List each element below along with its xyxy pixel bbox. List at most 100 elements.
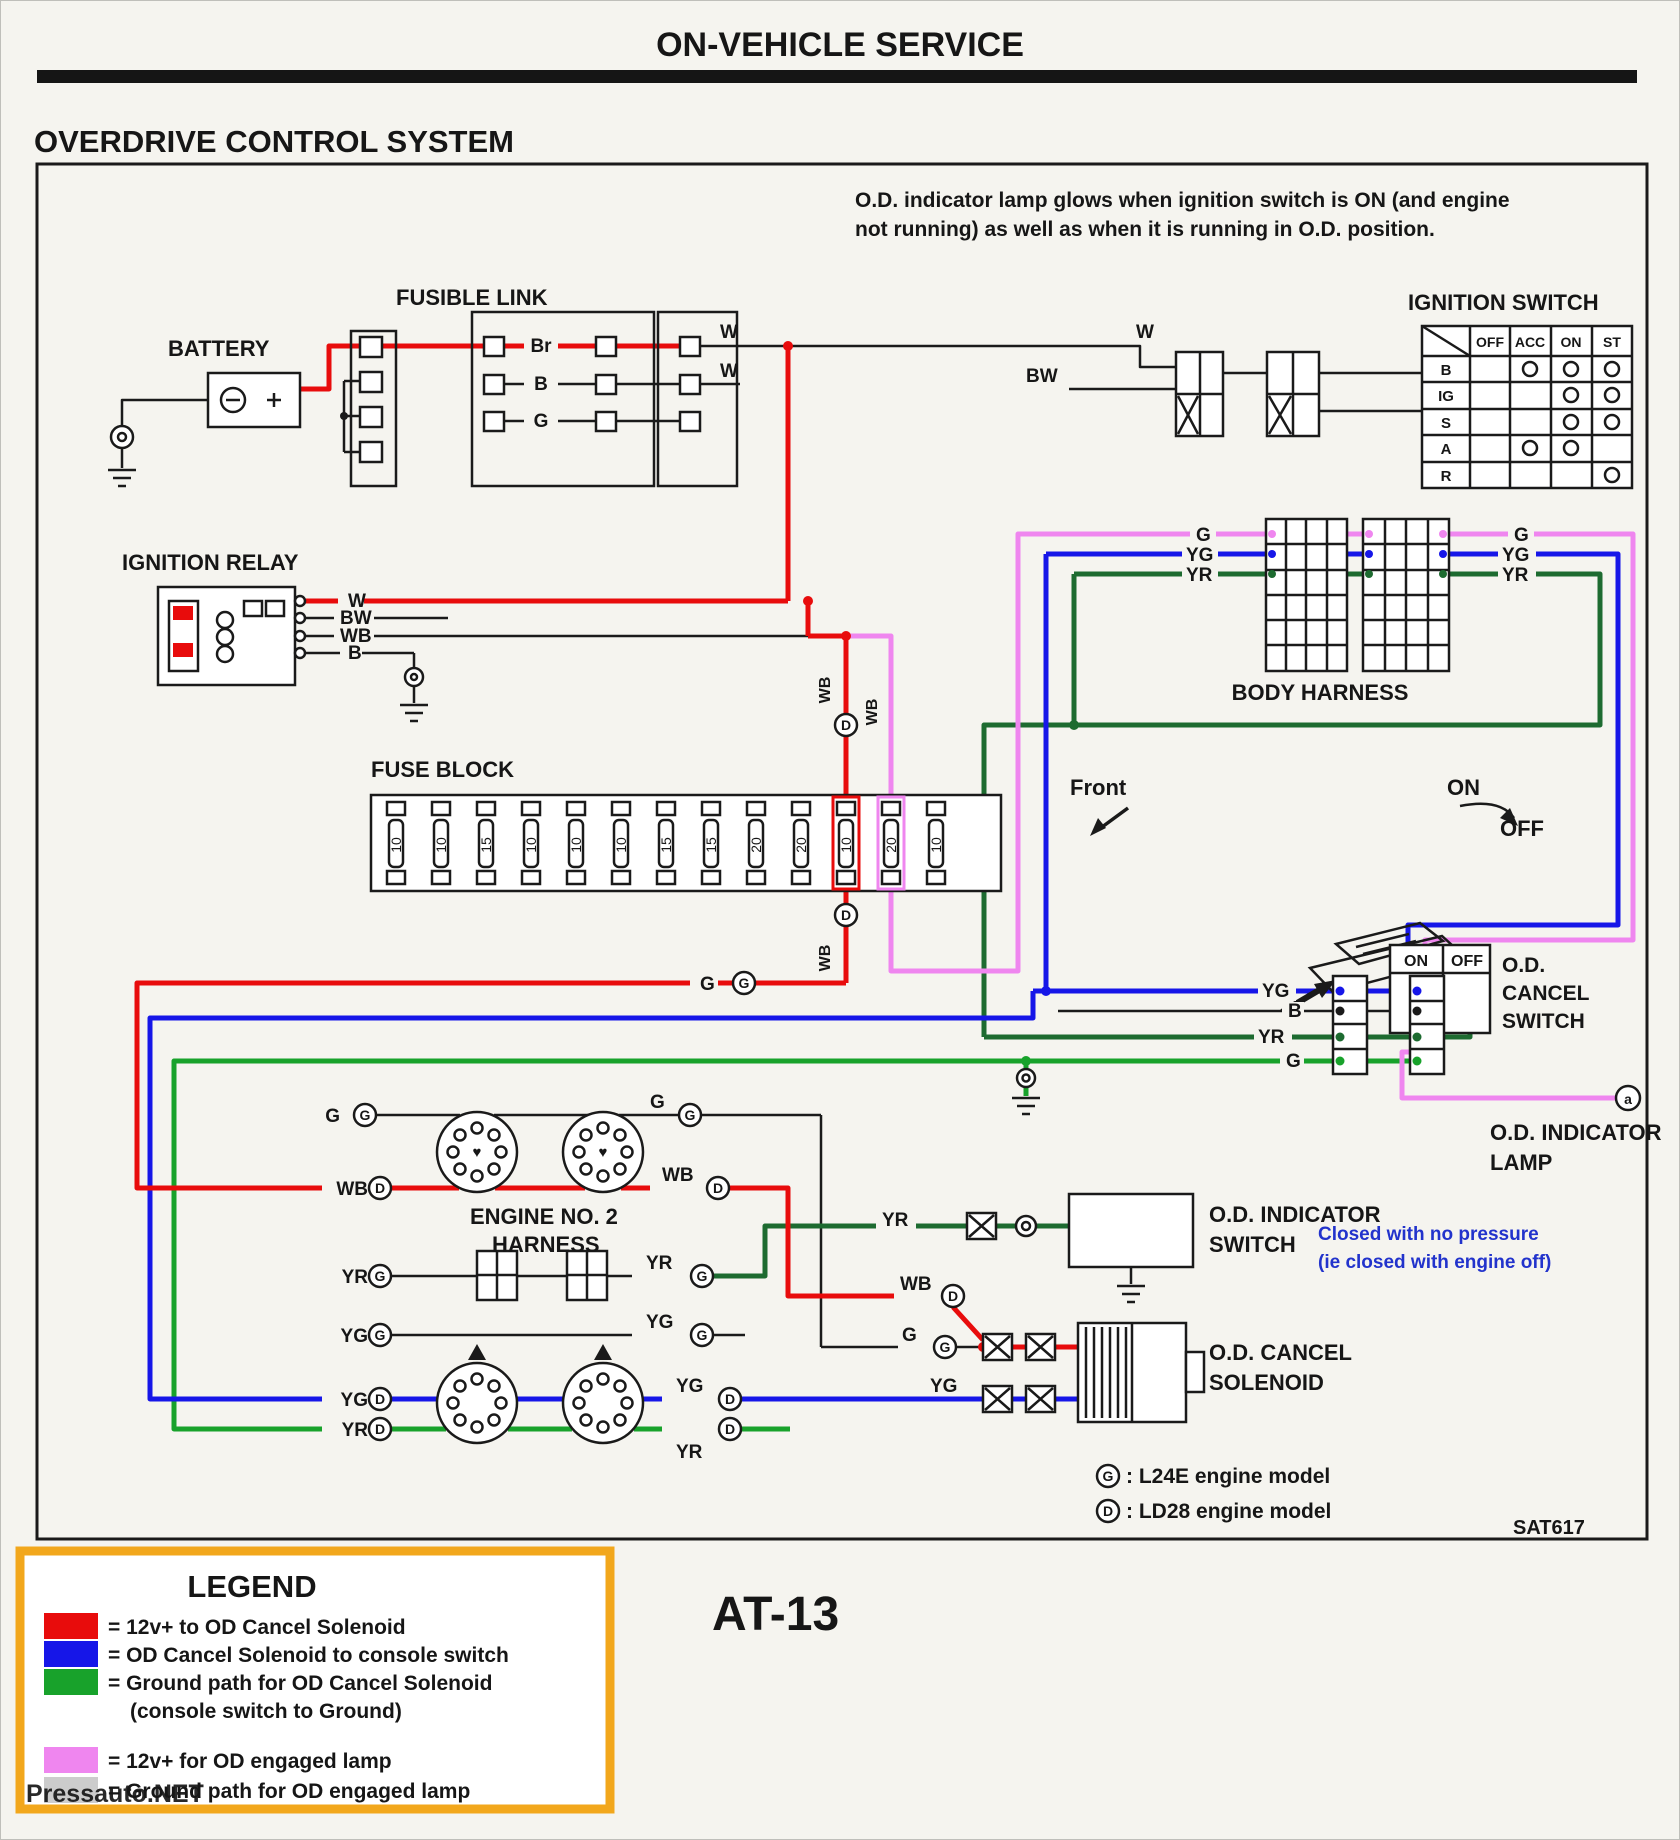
circled-g: G	[697, 1327, 708, 1343]
round-connector-icon: ♥	[561, 1110, 645, 1194]
connector-icon	[1015, 1067, 1037, 1089]
watermark: Pressauto.NET	[26, 1780, 204, 1808]
ignition-switch-table: OFF ACC ON ST B IG S A R	[1420, 324, 1634, 490]
page-number: AT-13	[712, 1588, 839, 1641]
ignition-relay-label: IGNITION RELAY	[122, 550, 299, 575]
row-r: R	[1441, 468, 1452, 485]
svg-text:WB: WB	[336, 1179, 368, 1200]
svg-text:10: 10	[928, 837, 944, 853]
wire-label-w: W	[348, 591, 366, 612]
heart-key-mark: ♥	[599, 1144, 608, 1161]
note-line-2: not running) as well as when it is runni…	[855, 218, 1435, 241]
svg-text:YG: YG	[341, 1390, 368, 1411]
col-st: ST	[1603, 334, 1621, 350]
body-harness	[1264, 517, 1451, 673]
sq-connector-icon	[965, 1211, 998, 1241]
pressure-note-2: (ie closed with engine off)	[1318, 1252, 1551, 1273]
row-s: S	[1441, 415, 1451, 432]
page-title: ON-VEHICLE SERVICE	[656, 26, 1024, 64]
row-a: A	[1441, 441, 1452, 458]
arrow-icon	[1500, 808, 1518, 826]
svg-text:YG: YG	[676, 1376, 703, 1397]
header: ON-VEHICLE SERVICE OVERDRIVE CONTROL SYS…	[34, 26, 1637, 159]
svg-text:15: 15	[703, 837, 719, 853]
arrow-icon	[1314, 980, 1336, 998]
legend-item-1: = OD Cancel Solenoid to console switch	[108, 1644, 509, 1667]
circled-d: D	[375, 1391, 385, 1407]
svg-text:G: G	[325, 1106, 340, 1127]
wire-label-bw: BW	[340, 608, 372, 629]
circled-d: D	[1103, 1503, 1113, 1519]
svg-text:YR: YR	[676, 1442, 703, 1463]
round-connector-icon	[561, 1344, 645, 1445]
fusible-link-row-br: Br	[530, 336, 552, 357]
battery-connector-block	[349, 329, 398, 488]
svg-text:G: G	[650, 1092, 665, 1113]
svg-text:WB: WB	[900, 1274, 932, 1295]
fusible-link-row-b: B	[534, 374, 548, 395]
pressure-note-1: Closed with no pressure	[1318, 1224, 1539, 1245]
indicator-lamp-label-1: O.D. INDICATOR	[1490, 1120, 1662, 1145]
cancel-switch-on: ON	[1404, 953, 1428, 970]
wire-label-w: W	[1136, 322, 1154, 343]
wire-label-g: G	[700, 974, 715, 995]
black-wires	[120, 344, 1462, 1349]
legend-swatch-blue	[44, 1641, 98, 1667]
svg-text:YR: YR	[1186, 565, 1213, 586]
od-cancel-solenoid	[981, 1321, 1206, 1424]
figure-code: SAT617	[1513, 1517, 1585, 1539]
col-on: ON	[1561, 334, 1582, 350]
engine-model-notes: G : L24E engine model D : LD28 engine mo…	[1095, 1463, 1331, 1524]
wire-label-wb: WB	[340, 626, 372, 647]
round-connector-icon: ♥	[435, 1110, 519, 1194]
od-indicator-switch	[965, 1192, 1195, 1304]
diagram-note: O.D. indicator lamp glows when ignition …	[855, 189, 1510, 241]
legend-item-3: (console switch to Ground)	[130, 1700, 402, 1723]
highlighted-fuse-red	[831, 795, 861, 891]
circled-g: G	[375, 1268, 386, 1284]
row-b: B	[1441, 362, 1452, 379]
svg-text:10: 10	[388, 837, 404, 853]
battery-symbol	[108, 371, 302, 488]
legend-box	[15, 1546, 615, 1814]
arrow-icon	[1090, 818, 1106, 836]
svg-text:D: D	[841, 907, 851, 923]
legend-title: LEGEND	[187, 1569, 316, 1604]
svg-text:15: 15	[658, 837, 674, 853]
cancel-switch-label-1: O.D.	[1502, 954, 1545, 977]
engine-harness-label-1: ENGINE NO. 2	[470, 1204, 618, 1229]
svg-text:10: 10	[433, 837, 449, 853]
circled-g: G	[360, 1107, 371, 1123]
svg-text:YG: YG	[646, 1312, 673, 1333]
sq-connector-icon	[1024, 1384, 1057, 1414]
svg-text:YG: YG	[341, 1326, 368, 1347]
svg-text:YR: YR	[342, 1420, 369, 1441]
svg-text:YR: YR	[1502, 565, 1529, 586]
fuse-block-label: FUSE BLOCK	[371, 757, 514, 782]
highlighted-fuse-pink	[876, 795, 906, 891]
legend-swatch-green	[44, 1669, 98, 1695]
console-connectors	[1331, 974, 1446, 1076]
connector-icon	[1014, 1214, 1038, 1238]
svg-text:YR: YR	[646, 1253, 673, 1274]
svg-text:B: B	[1288, 1001, 1302, 1022]
fusible-link-box-2	[656, 310, 739, 488]
circled-g: G	[685, 1107, 696, 1123]
circled-d: D	[725, 1421, 735, 1437]
row-yg-d: YG D YG D	[341, 1376, 743, 1412]
row-yr-d: YR D YR D	[342, 1416, 743, 1463]
svg-text:20: 20	[793, 837, 809, 853]
svg-text:10: 10	[568, 837, 584, 853]
svg-text:D: D	[841, 717, 851, 733]
svg-text:YR: YR	[1258, 1027, 1285, 1048]
console-ground	[1012, 1067, 1040, 1116]
circled-d: D	[833, 712, 859, 738]
body-harness-label: BODY HARNESS	[1232, 680, 1409, 705]
legend-item-5: = Ground path for OD engaged lamp	[108, 1780, 470, 1803]
key-triangle	[468, 1344, 486, 1360]
engine-harness-label-2: HARNESS	[492, 1232, 600, 1257]
cancel-switch-off: OFF	[1451, 953, 1483, 970]
svg-text:YG: YG	[1502, 545, 1529, 566]
legend-item-2: = Ground path for OD Cancel Solenoid	[108, 1672, 492, 1695]
